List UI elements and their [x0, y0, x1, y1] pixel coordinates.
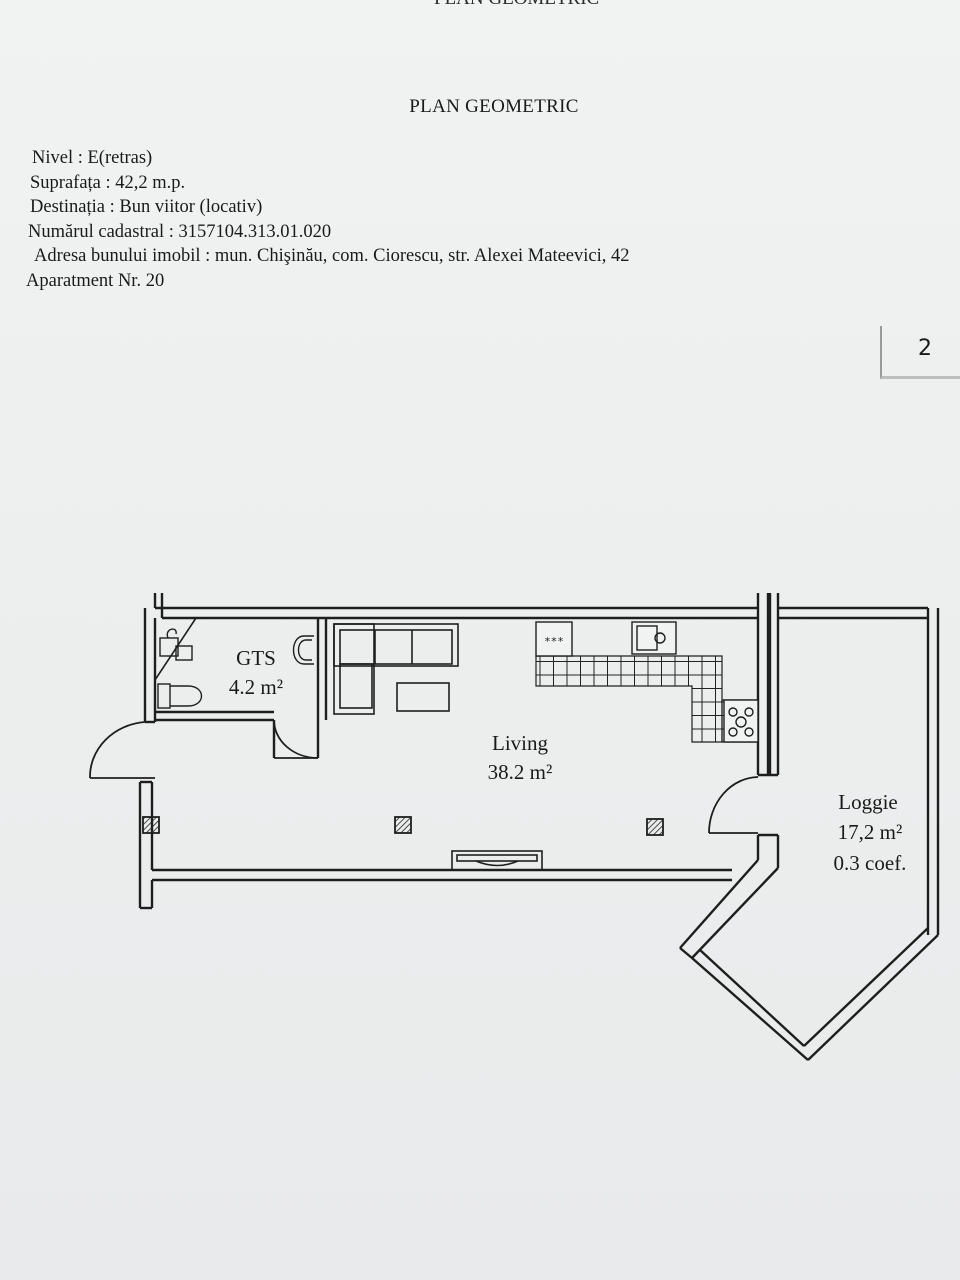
level-line: Nivel : E(retras): [32, 148, 153, 168]
page-number: 2: [918, 336, 932, 361]
top-wall: [153, 593, 928, 620]
column-center: [394, 816, 412, 834]
loggie-coefficient: 0.3 coef.: [834, 851, 907, 875]
page-title: PLAN GEOMETRIC: [409, 96, 579, 117]
page-number-tab: 2: [880, 326, 960, 379]
apartment-line: Aparatment Nr. 20: [26, 270, 165, 291]
bottom-wall: [140, 868, 732, 910]
stove-icon: [535, 621, 573, 657]
coffee-table-icon: [396, 682, 450, 712]
toilet-icon: [157, 683, 203, 709]
gts-door: [273, 719, 319, 759]
living-room-name: Living: [492, 731, 548, 755]
lower-left-wall: [138, 780, 154, 908]
loggie-room-name: Loggie: [838, 790, 897, 814]
cadastral-number-line: Numărul cadastral : 3157104.313.01.020: [28, 221, 332, 242]
sofa-icon: [333, 623, 459, 715]
property-info: Nivel : E(retras) Suprafața : 42,2 m.p. …: [26, 146, 630, 293]
left-wall: [143, 608, 157, 724]
previous-page-title-cut: PLAN GEOMETRIC: [434, 0, 599, 10]
tv-unit-icon: [451, 850, 543, 871]
entrance-door: [89, 721, 155, 779]
living-room-area: 38.2 m²: [488, 760, 553, 784]
shower-icon: [154, 617, 197, 681]
right-partition: [679, 593, 780, 959]
loggie-outline: [691, 608, 940, 1061]
column-right: [646, 818, 664, 836]
cooktop-icon: [723, 699, 759, 743]
gts-room-name: GTS: [236, 646, 276, 670]
destination-line: Destinația : Bun viitor (locativ): [30, 197, 263, 217]
gts-room-area: 4.2 m²: [229, 675, 283, 699]
washbasin-icon: [159, 628, 193, 661]
surface-line: Suprafața : 42,2 m.p.: [30, 172, 186, 193]
stove-burner-marks: ***: [544, 635, 564, 648]
address-line: Adresa bunului imobil : mun. Chişinău, c…: [34, 246, 630, 266]
loggie-door: [708, 776, 759, 834]
column-left: [142, 816, 160, 834]
bathtub-icon: [292, 635, 314, 665]
loggie-room-area: 17,2 m²: [838, 820, 903, 844]
gts-walls: [155, 618, 328, 758]
sink-icon: [631, 621, 677, 655]
